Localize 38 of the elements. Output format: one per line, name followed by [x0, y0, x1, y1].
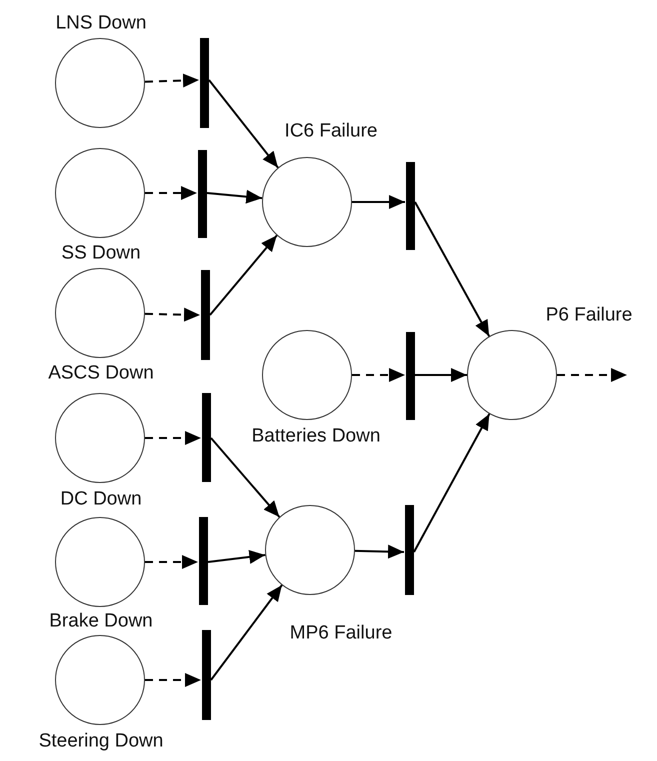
- arrow: [208, 79, 279, 168]
- transition-bar: [198, 517, 208, 605]
- arrow: [145, 431, 201, 445]
- transition-bar: [200, 38, 208, 128]
- transition-bar: [202, 393, 210, 482]
- arrow: [145, 555, 198, 569]
- transition-bar: [198, 150, 206, 238]
- arrow: [557, 368, 627, 382]
- transition-bar: [404, 505, 414, 595]
- arrow: [145, 186, 197, 200]
- arrow: [144, 74, 200, 88]
- place-label: Steering Down: [38, 732, 164, 750]
- place-label: ASCS Down: [48, 364, 154, 382]
- place-label: MP6 Failure: [290, 624, 392, 642]
- transition-bar: [202, 630, 210, 720]
- place-label: IC6 Failure: [284, 122, 378, 140]
- arrow: [210, 584, 283, 681]
- arrow: [354, 544, 404, 559]
- place-label: LNS Down: [56, 14, 146, 32]
- place-label: Batteries Down: [252, 426, 380, 446]
- arrow: [208, 550, 266, 564]
- arrow: [145, 673, 201, 687]
- place-label: P6 Failure: [546, 306, 632, 324]
- transition-bar: [406, 332, 414, 420]
- arrow: [352, 368, 405, 382]
- arrow: [144, 308, 200, 322]
- arrow: [415, 368, 467, 382]
- transition-bar: [406, 162, 414, 250]
- place-label: SS Down: [61, 244, 141, 262]
- place-label: DC Down: [60, 490, 142, 508]
- arrow: [210, 437, 280, 518]
- arrow: [414, 202, 490, 337]
- arrow: [206, 190, 262, 204]
- arrow: [413, 413, 490, 552]
- arrow: [352, 195, 405, 209]
- transition-bar: [200, 270, 210, 360]
- arrow: [209, 234, 278, 316]
- place-label: Brake Down: [49, 612, 153, 630]
